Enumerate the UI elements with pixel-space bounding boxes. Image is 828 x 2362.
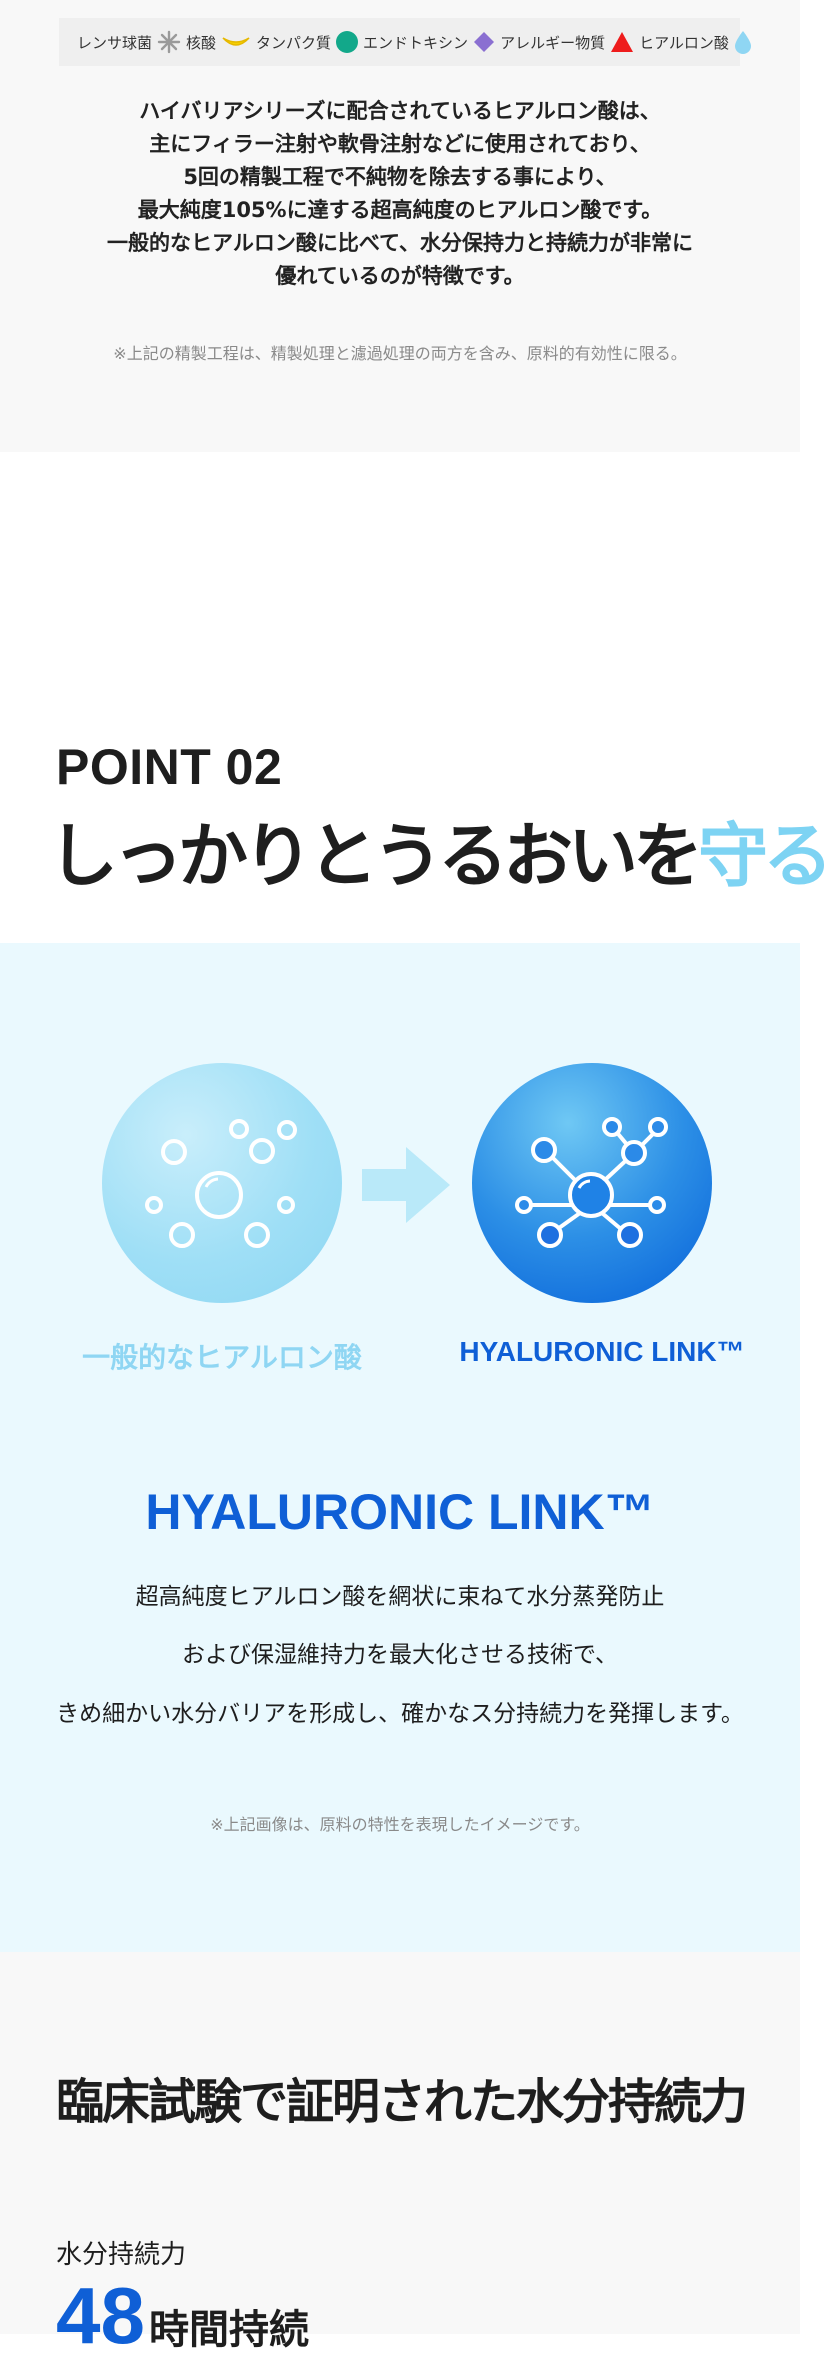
description-line: 最大純度105%に達する超高純度のヒアルロン酸です。 [137, 198, 663, 222]
legend-item-streptococcus: レンサ球菌 [77, 30, 181, 54]
legend-item-endotoxin: エンドトキシン [363, 31, 495, 53]
hyaluronic-link-illustration [472, 1063, 712, 1303]
description-line: 優れているのが特徴です。 [275, 264, 525, 288]
description-line: 主にフィラー注射や軟骨注射などに使用されており、 [149, 132, 651, 156]
legend-label: 核酸 [186, 33, 217, 52]
scattered-molecules-icon [145, 1119, 297, 1248]
legend-item-protein: タンパク質 [256, 31, 359, 53]
metric-number: 48 [56, 2271, 145, 2360]
water-drop-icon [734, 31, 751, 54]
clinical-title: 臨床試験で証明された水分持続力 [56, 2074, 748, 2130]
hyaluronic-link-caption: HYALURONIC LINK™ [459, 1336, 745, 1367]
legend-item-hyaluronic-acid: ヒアルロン酸 [639, 30, 752, 54]
description-line: ハイバリアシリーズに配合されているヒアルロン酸は、 [139, 99, 661, 123]
purity-section: レンサ球菌 核酸 タンパク質 エンドトキシン アレルギー物 [0, 0, 800, 452]
spark-icon [157, 30, 181, 54]
legend-label: アレルギー物質 [500, 33, 606, 52]
link-description-line: きめ細かい水分バリアを形成し、確かなス分持続力を発揮します。 [56, 1701, 744, 1727]
link-description-line: および保湿維持力を最大化させる技術で、 [181, 1642, 619, 1668]
point-title: しっかりとうるおいを守る [48, 800, 828, 901]
banana-icon [222, 37, 250, 46]
description-line: 5回の精製工程で不純物を除去する事により、 [183, 165, 617, 189]
metric-label: 水分持続力 [56, 2240, 187, 2270]
green-circle-icon [336, 31, 359, 53]
linked-molecules-icon [515, 1117, 668, 1248]
metric-unit: 時間持続 [148, 2307, 309, 2353]
purity-footnote: ※上記の精製工程は、精製処理と濾過処理の両方を含み、原料的有効性に限る。 [113, 344, 687, 363]
legend-label: エンドトキシン [363, 33, 469, 52]
impurity-legend: レンサ球菌 核酸 タンパク質 エンドトキシン アレルギー物 [59, 18, 751, 66]
regular-hyaluronic-illustration [102, 1063, 342, 1303]
hyaluronic-link-section: 一般的なヒアルロン酸 HYALURONIC LINK™ HYALURONIC L… [0, 943, 800, 1952]
point-label: POINT 02 [56, 739, 283, 795]
red-triangle-icon [611, 32, 634, 52]
legend-item-nucleic-acid: 核酸 [186, 32, 251, 53]
image-footnote: ※上記画像は、原料の特性を表現したイメージです。 [210, 1815, 590, 1834]
link-description-line: 超高純度ヒアルロン酸を網状に束ねて水分蒸発防止 [135, 1584, 665, 1610]
arrow-right-icon [362, 1147, 450, 1223]
point-title-main: しっかりとうるおいを [48, 815, 703, 897]
point-title-accent: 守る [698, 815, 828, 897]
legend-label: レンサ球菌 [77, 33, 153, 52]
purple-diamond-icon [474, 32, 495, 52]
legend-label: タンパク質 [256, 33, 332, 52]
purity-description: ハイバリアシリーズに配合されているヒアルロン酸は、 主にフィラー注射や軟骨注射な… [0, 95, 800, 293]
description-line: 一般的なヒアルロン酸に比べて、水分保持力と持続力が非常に [107, 231, 693, 255]
hyaluronic-link-title: HYALURONIC LINK™ [145, 1484, 655, 1540]
regular-hyaluronic-caption: 一般的なヒアルロン酸 [82, 1341, 362, 1374]
legend-label: ヒアルロン酸 [639, 33, 729, 52]
legend-item-allergen: アレルギー物質 [500, 31, 634, 53]
